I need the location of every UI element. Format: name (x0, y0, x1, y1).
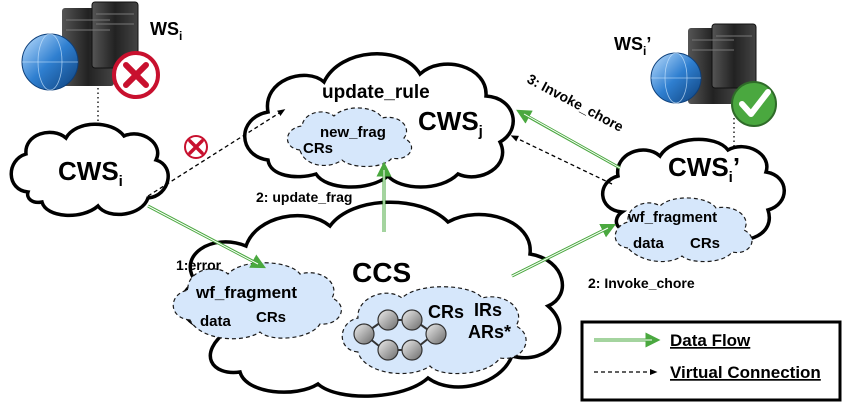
invoke-chore-ccs-data-flow-arrow (511, 223, 617, 278)
ccs-crs-label: CRs (256, 309, 286, 326)
cws-i-prime-to-cws-j-virtual-link (510, 135, 613, 185)
error-edge-label: 1:error (176, 257, 222, 273)
workflow-graph-icon (353, 309, 447, 361)
invoke-chore-cws-data-flow-arrow (516, 109, 621, 170)
cws-i-to-cws-j-virtual-link (147, 109, 286, 197)
cws-j-subcloud (286, 107, 413, 168)
ccs-left-subcloud (172, 262, 342, 340)
legend-virtual-connection-label: Virtual Connection (670, 363, 821, 382)
update-rule-label: update_rule (322, 82, 430, 103)
cws-i-prime-wf-fragment-label: wf_fragment (627, 209, 717, 226)
ok-badge-icon (731, 81, 777, 127)
ws-i-server-icon (21, 1, 139, 91)
new-frag-label: new_frag (320, 124, 386, 141)
ws-i-prime-server-icon (650, 23, 757, 104)
cws-i-prime-data-label: data (633, 235, 665, 252)
cws-j-label: CWSj (418, 106, 483, 140)
cws-i-prime-subcloud (614, 197, 753, 263)
ccs-label: CCS (352, 257, 411, 288)
ccs-crs-right-label: CRs (428, 302, 464, 322)
invoke-chore-2-edge-label: 2: Invoke_chore (588, 275, 695, 291)
ccs-irs-label: IRs (474, 300, 502, 320)
error-data-flow-arrow (147, 204, 266, 269)
ws-i-prime-label: WSi’ (614, 34, 651, 58)
invoke-chore-3-edge-label: 3: Invoke_chore (525, 71, 627, 135)
cws-i-prime-label: CWSi’ (668, 152, 740, 186)
cws-i-prime-crs-label: CRs (690, 235, 720, 252)
legend-box (580, 320, 842, 402)
failed-badge-icon (112, 51, 160, 99)
ws-i-label: WSi (150, 19, 182, 43)
legend-data-flow-label: Data Flow (670, 331, 751, 350)
legend: Data Flow Virtual Connection (580, 320, 842, 402)
ccs-wf-fragment-label: wf_fragment (195, 283, 297, 302)
ccs-data-label: data (200, 313, 232, 330)
update-frag-edge-label: 2: update_frag (256, 189, 352, 205)
cws-i-cloud (9, 122, 170, 218)
cws-j-crs-label: CRs (303, 140, 333, 157)
broken-link-icon (184, 135, 208, 159)
ccs-ars-label: ARs* (468, 322, 511, 342)
cws-i-label: CWSi (58, 156, 123, 190)
